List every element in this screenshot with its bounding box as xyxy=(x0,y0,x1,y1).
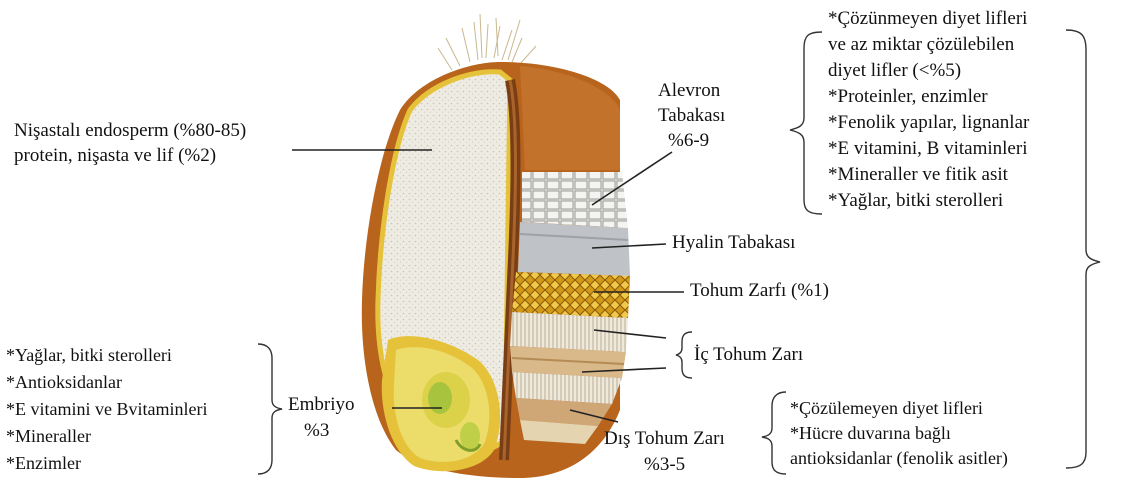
aleurone-percent: %6-9 xyxy=(658,128,725,153)
endosperm-line-2: protein, nişasta ve lif (%2) xyxy=(14,143,246,168)
endosperm-line-1: Nişastalı endosperm (%80-85) xyxy=(14,118,246,143)
aleurone-content-item: *Fenolik yapılar, lignanlar xyxy=(828,110,1029,136)
aleurone-label: Alevron Tabakası %6-9 xyxy=(658,78,725,153)
embryo-content-item: *Antioksidanlar xyxy=(6,369,207,396)
embryo-label: Embriyo xyxy=(288,392,355,417)
seed-coat-label: Tohum Zarfı (%1) xyxy=(690,278,829,303)
brush-hairs xyxy=(438,14,536,70)
bran-right-section xyxy=(520,66,620,170)
outer-pericarp-label: Dış Tohum Zarı xyxy=(604,426,725,451)
embryo-percent: %3 xyxy=(304,418,329,443)
aleurone-content-item: diyet lifler (<%5) xyxy=(828,58,1029,84)
outer-pericarp-content-item: *Çözülemeyen diyet lifleri xyxy=(790,396,1008,421)
embryo-content-item: *Yağlar, bitki sterolleri xyxy=(6,342,207,369)
embryo-content-item: *Mineraller xyxy=(6,423,207,450)
outer-pericarp-percent: %3-5 xyxy=(644,452,685,477)
outer-pericarp-content-item: *Hücre duvarına bağlı xyxy=(790,421,1008,446)
embryo-content-item: *E vitamini ve Bvitaminleri xyxy=(6,396,207,423)
aleurone-content-item: ve az miktar çözülebilen xyxy=(828,32,1029,58)
aleurone-title-2: Tabakası xyxy=(658,103,725,128)
aleurone-content-item: *E vitamini, B vitaminleri xyxy=(828,136,1029,162)
aleurone-contents-list: *Çözünmeyen diyet lifleri ve az miktar ç… xyxy=(828,6,1029,214)
embryo-contents-list: *Yağlar, bitki sterolleri *Antioksidanla… xyxy=(6,342,207,477)
outer-pericarp-content-item: antioksidanlar (fenolik asitler) xyxy=(790,446,1008,471)
aleurone-content-item: *Çözünmeyen diyet lifleri xyxy=(828,6,1029,32)
outer-pericarp-contents-list: *Çözülemeyen diyet lifleri *Hücre duvarı… xyxy=(790,396,1008,471)
aleurone-content-item: *Yağlar, bitki sterolleri xyxy=(828,188,1029,214)
aleurone-title-1: Alevron xyxy=(658,78,725,103)
inner-pericarp-label: İç Tohum Zarı xyxy=(694,342,803,367)
hyaline-label: Hyalin Tabakası xyxy=(672,230,795,255)
aleurone-content-item: *Mineraller ve fitik asit xyxy=(828,162,1029,188)
aleurone-content-item: *Proteinler, enzimler xyxy=(828,84,1029,110)
bran-layers xyxy=(510,172,630,444)
endosperm-label: Nişastalı endosperm (%80-85) protein, ni… xyxy=(14,118,246,168)
embryo-content-item: *Enzimler xyxy=(6,450,207,477)
